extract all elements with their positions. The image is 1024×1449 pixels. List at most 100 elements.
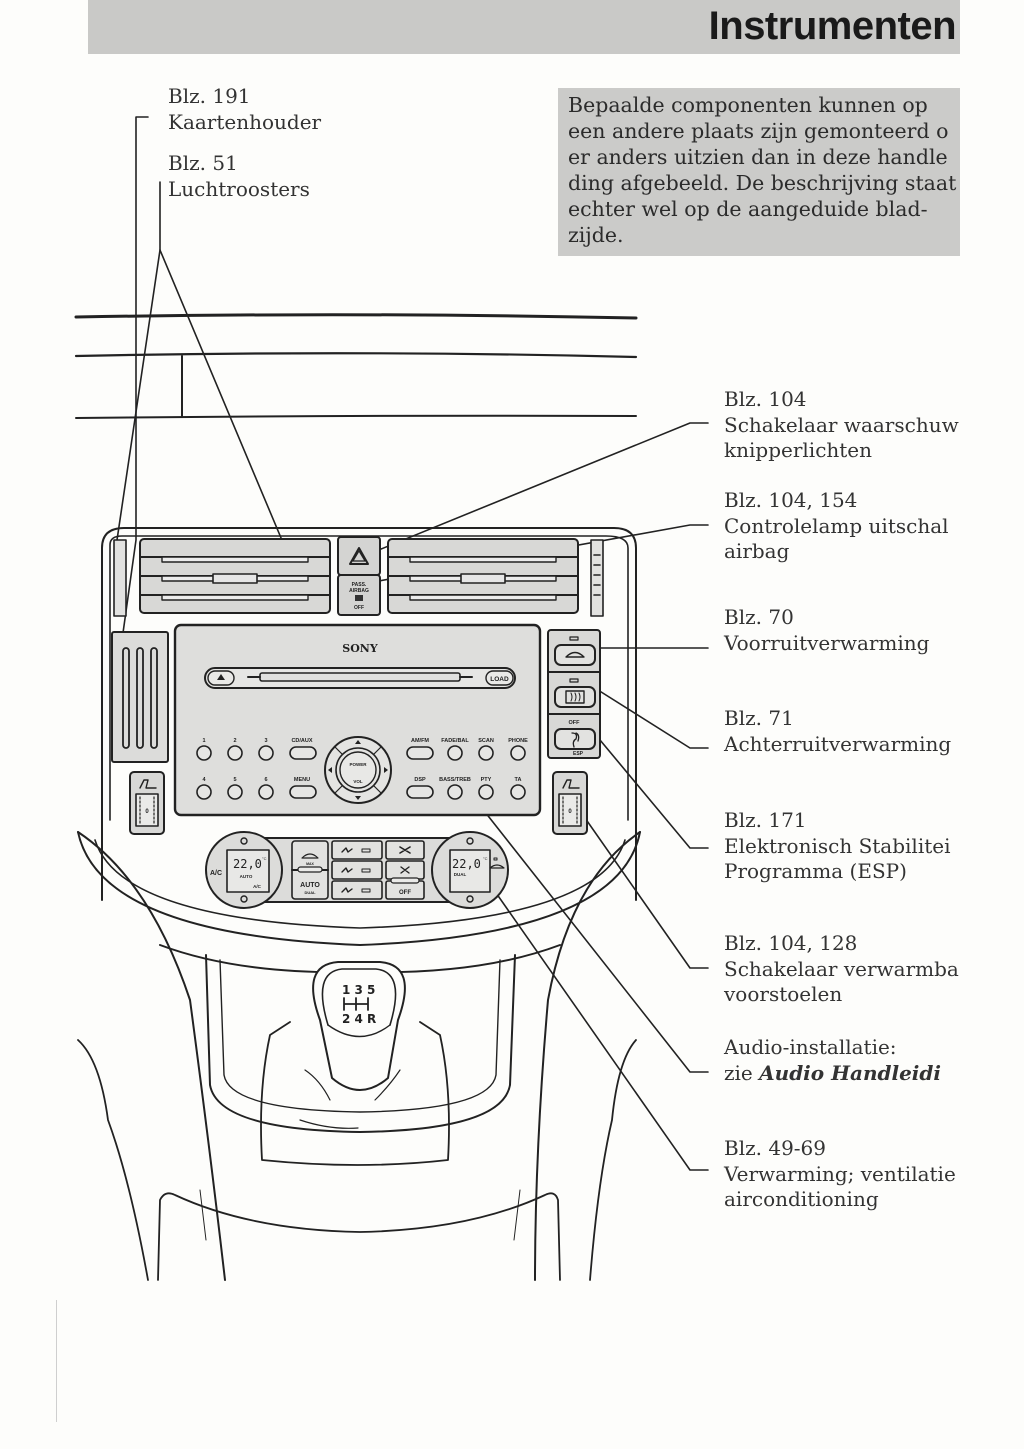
- cd-aux-label: CD/AUX: [291, 738, 312, 744]
- header-band: Instrumenten: [88, 0, 960, 54]
- rear-window-heating-button: [554, 686, 596, 708]
- airbag-text-1: PASS.: [352, 582, 367, 588]
- right-temperature: 22,0: [452, 857, 481, 871]
- map-pocket: [111, 631, 169, 763]
- pty-label: PTY: [481, 777, 492, 783]
- fan-down-icon: [400, 866, 410, 874]
- callout-ref: Blz. 171: [724, 808, 807, 832]
- note-text: Bepaalde componenten kunnen op een ander…: [568, 92, 960, 248]
- auto-dual-label: DUAL: [304, 890, 316, 895]
- note-line: zijde.: [568, 223, 624, 247]
- note-line: een andere plaats zijn gemonteerd o: [568, 119, 949, 143]
- callout-ref: Blz. 70: [724, 605, 794, 629]
- preset-label: 5: [233, 777, 236, 783]
- airbag-deactivation-lamp: PASS. AIRBAG OFF: [337, 574, 381, 616]
- callout-climate: Blz. 49-69 Verwarming; ventilatie aircon…: [724, 1136, 956, 1213]
- airbag-icon: [355, 595, 363, 601]
- dashboard-lines: [74, 313, 638, 419]
- up-arrow-icon: [355, 740, 361, 744]
- temp-unit: °C: [483, 856, 488, 861]
- left-air-vent: [139, 538, 331, 614]
- seat-heating-right: 0: [552, 771, 588, 835]
- gear-pattern-bottom: 2 4 R: [342, 1012, 376, 1026]
- callout-windscreen-heating: Blz. 70 Voorruitverwarming: [724, 605, 929, 656]
- preset-label: 3: [264, 738, 267, 744]
- callout-desc: Voorruitverwarming: [724, 630, 930, 655]
- windscreen-heating-button: [554, 644, 596, 666]
- dsp-label: DSP: [414, 777, 426, 783]
- hazard-warning-switch: [337, 536, 381, 576]
- note-line: er anders uitzien dan in deze handle: [568, 145, 948, 169]
- callout-ref: Blz. 49-69: [724, 1136, 827, 1160]
- callout-desc: Elektronisch Stabilitei: [724, 833, 951, 858]
- callout-ref: Blz. 104, 128: [724, 931, 858, 955]
- ac-button-label: A/C: [210, 870, 222, 877]
- climate-control: A/C 22,0 °C AUTO A/C 22,0 °C DUAL MAX AU…: [77, 831, 641, 946]
- audio-unit: SONY LOAD 1 2 3 CD/AUX 4 5 6 MENU: [173, 623, 542, 817]
- page: Instrumenten Bepaalde componenten kunnen…: [74, 0, 960, 1281]
- switch-stack: OFF ESP: [547, 629, 601, 759]
- callout-desc: Kaartenhouder: [168, 109, 322, 134]
- recirculation-icon: [489, 864, 505, 869]
- note-line: Bepaalde componenten kunnen op: [568, 93, 928, 117]
- leader-lines-left: [116, 116, 285, 641]
- temp-unit: °C: [262, 856, 267, 861]
- am-fm-label: AM/FM: [411, 738, 429, 744]
- preset-label: 6: [264, 777, 267, 783]
- callout-luchtroosters: Blz. 51 Luchtroosters: [168, 151, 310, 202]
- callout-desc-prefix: zie: [724, 1060, 760, 1085]
- airbag-text-2: AIRBAG: [349, 588, 369, 594]
- airflow-feet-icon: [341, 887, 353, 893]
- callout-ref: Blz. 104, 154: [724, 488, 858, 512]
- seat-icon: [139, 779, 157, 789]
- esp-icon: [571, 732, 580, 748]
- power-label: POWER: [349, 762, 367, 767]
- dashboard-diagram: PASS. AIRBAG OFF SONY LOAD 1 2 3: [74, 116, 709, 1281]
- auto-label: AUTO: [300, 882, 320, 889]
- callout-desc: knipperlichten: [724, 438, 873, 462]
- callout-ref: Blz. 191: [168, 84, 251, 108]
- fan-up-icon: [399, 846, 411, 854]
- phone-label: PHONE: [508, 738, 528, 744]
- callout-desc: zie Audio Handleidi: [724, 1061, 941, 1087]
- gear-pattern-top: 1 3 5: [342, 983, 375, 997]
- callout-desc: Schakelaar verwarmba: [724, 956, 959, 981]
- preset-label: 1: [202, 738, 205, 744]
- seat-heat-level: 0: [145, 809, 149, 815]
- note-box: Bepaalde componenten kunnen op een ander…: [558, 88, 960, 256]
- rear-window-heating-icon: [565, 690, 585, 704]
- callout-ref: Blz. 51: [168, 151, 238, 175]
- callout-desc: airbag: [724, 539, 790, 563]
- callout-airbag-lamp: Blz. 104, 154 Controlelamp uitschal airb…: [724, 488, 949, 565]
- callout-desc: Achterruitverwarming: [724, 731, 952, 756]
- right-dual-label: DUAL: [454, 872, 467, 877]
- preset-label: 2: [233, 738, 236, 744]
- note-line: echter wel op de aangeduide blad-: [568, 197, 928, 221]
- page-edge: [56, 1300, 57, 1422]
- load-button: [485, 670, 514, 686]
- fade-bal-label: FADE/BAL: [441, 738, 469, 744]
- seat-heat-level: 0: [568, 809, 572, 815]
- menu-label: MENU: [294, 777, 310, 783]
- leader-lines-right: [361, 422, 709, 1171]
- volume-label: VOL: [353, 779, 363, 784]
- esp-off-label: OFF: [569, 720, 581, 726]
- left-temperature: 22,0: [233, 857, 262, 871]
- eject-icon: [217, 674, 225, 680]
- side-vent-strips: [113, 539, 604, 617]
- right-air-vent: [387, 538, 579, 614]
- callout-rear-window-heating: Blz. 71 Achterruitverwarming: [724, 706, 951, 757]
- scan-label: SCAN: [478, 738, 494, 744]
- callout-ref: Blz. 104: [724, 387, 807, 411]
- ta-label: TA: [515, 777, 522, 783]
- esp-label: ESP: [573, 751, 584, 757]
- max-defrost-icon: [301, 853, 319, 859]
- left-mode-ac: A/C: [253, 884, 262, 889]
- left-arrow-icon: [328, 767, 332, 773]
- callout-desc: Programma (ESP): [724, 859, 907, 883]
- airbag-text-3: OFF: [354, 605, 364, 611]
- max-label: MAX: [306, 862, 314, 866]
- airflow-face-defrost-icon: [341, 847, 353, 853]
- callout-seat-heating: Blz. 104, 128 Schakelaar verwarmba voors…: [724, 931, 959, 1008]
- left-mode-auto: AUTO: [240, 874, 253, 879]
